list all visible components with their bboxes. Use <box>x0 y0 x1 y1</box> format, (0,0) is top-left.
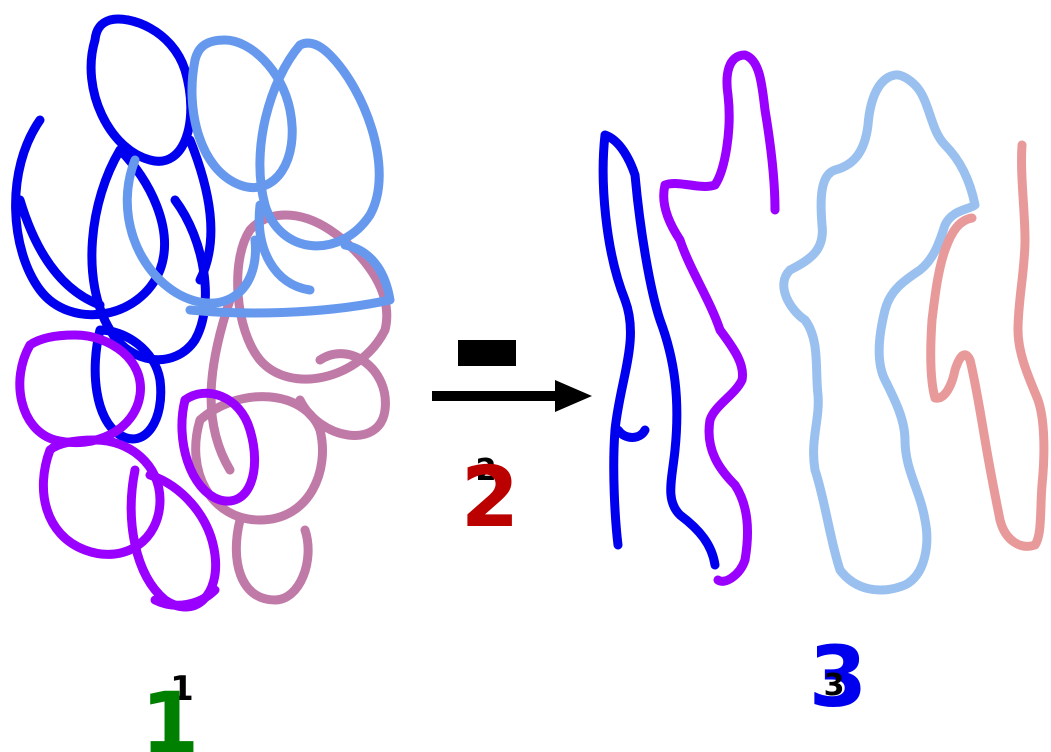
separated-shapes <box>598 50 1049 595</box>
label-1-small: 1 <box>170 669 194 709</box>
light-blue-loops <box>122 35 395 318</box>
arrowhead-icon <box>555 380 592 412</box>
blue-loop-2 <box>11 115 169 320</box>
purple-loops <box>15 330 260 612</box>
pink-loop-1 <box>233 210 392 384</box>
light-blue-loop-4 <box>185 240 395 318</box>
label-3: 3 <box>809 628 867 726</box>
light-blue-loop-3 <box>122 155 260 308</box>
purple-loop-5 <box>150 585 220 610</box>
blue-loop-4 <box>90 325 166 444</box>
light-blue-loop-5 <box>254 200 315 295</box>
purple-loop-4 <box>177 388 260 506</box>
light-blue-loop-1 <box>187 35 297 192</box>
blue-loops <box>11 14 216 444</box>
purple-shape <box>659 50 780 586</box>
label-2-small: 2 <box>476 453 497 488</box>
label-3-group: 3 3 <box>809 628 867 726</box>
label-2-group: 2 2 <box>461 448 519 546</box>
label-1: 1 <box>141 674 199 752</box>
salmon-shape <box>926 140 1049 551</box>
pink-loop-5 <box>206 295 235 475</box>
purple-loop-1 <box>15 330 145 448</box>
tangled-cluster <box>11 14 395 612</box>
small-mark-above-arrow <box>458 340 516 366</box>
label-1-group: 1 1 <box>141 669 199 752</box>
pink-loop-4 <box>295 349 390 440</box>
light-blue-loop-2 <box>255 38 384 251</box>
purple-loop-2 <box>39 435 165 559</box>
pink-loop-3 <box>231 515 313 605</box>
blue-shape <box>598 130 720 570</box>
blue-loop-6 <box>185 135 216 285</box>
label-3-small: 3 <box>824 668 845 703</box>
blue-loop-1 <box>86 14 196 166</box>
pale-blue-shape <box>779 70 980 595</box>
pink-loops <box>191 210 392 605</box>
blue-loop-5 <box>15 195 105 310</box>
arrow-group <box>432 340 592 412</box>
label-2: 2 <box>461 448 519 546</box>
